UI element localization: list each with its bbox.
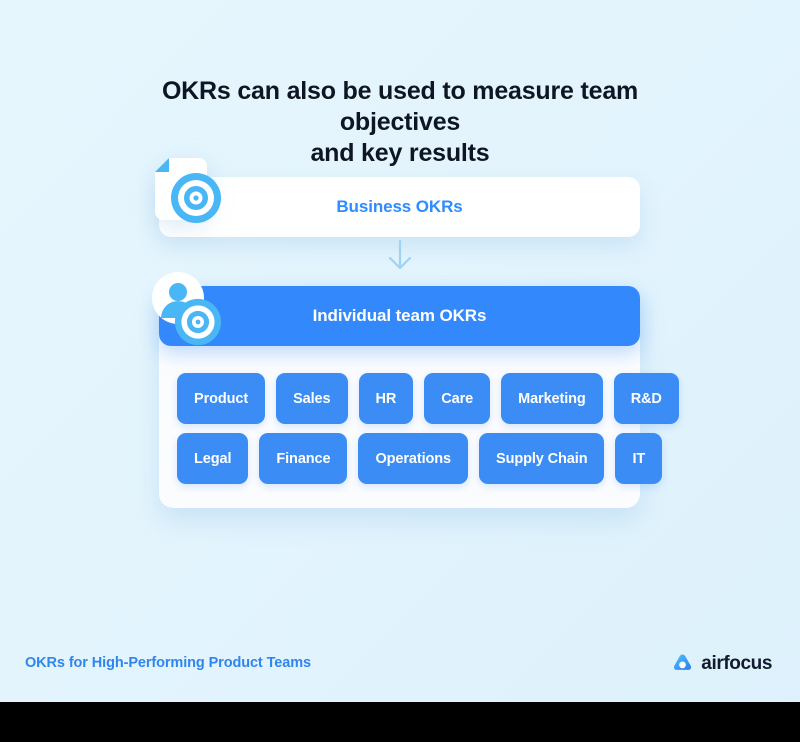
page-title-line-2: and key results — [310, 139, 490, 167]
team-tag-row-1: Product Sales HR Care Marketing R&D — [177, 373, 679, 424]
page-title-line-1: OKRs can also be used to measure team ob… — [161, 77, 639, 136]
team-tag-marketing[interactable]: Marketing — [501, 373, 603, 424]
team-tag-finance[interactable]: Finance — [259, 433, 348, 484]
bottom-bar — [0, 702, 800, 742]
target-bullseye-icon — [174, 298, 222, 346]
document-target-icon — [155, 158, 227, 230]
team-tag-list: Product Sales HR Care Marketing R&D Lega… — [177, 373, 679, 493]
arrow-down-icon — [388, 240, 412, 270]
individual-team-okrs-label: Individual team OKRs — [312, 306, 487, 325]
team-tag-operations[interactable]: Operations — [358, 433, 469, 484]
airfocus-logo-icon — [674, 654, 692, 670]
target-bullseye-icon — [171, 173, 221, 223]
airfocus-wordmark: airfocus — [701, 652, 772, 674]
business-okrs-label: Business OKRs — [336, 197, 463, 216]
team-tag-sales[interactable]: Sales — [276, 373, 348, 424]
team-tag-product[interactable]: Product — [177, 373, 266, 424]
team-tag-row-2: Legal Finance Operations Supply Chain IT — [177, 433, 663, 484]
footer-caption: OKRs for High-Performing Product Teams — [25, 655, 311, 671]
team-tag-care[interactable]: Care — [424, 373, 491, 424]
individual-team-okrs-header[interactable]: Individual team OKRs — [159, 286, 640, 346]
airfocus-logo[interactable]: airfocus — [671, 652, 772, 675]
avatar-target-icon — [152, 272, 224, 346]
team-tag-legal[interactable]: Legal — [177, 433, 249, 484]
team-tag-hr[interactable]: HR — [358, 373, 414, 424]
team-tag-rd[interactable]: R&D — [613, 373, 679, 424]
page-title: OKRs can also be used to measure team ob… — [100, 76, 700, 169]
team-tag-it[interactable]: IT — [615, 433, 663, 484]
business-okrs-card[interactable]: Business OKRs — [159, 177, 640, 237]
team-tag-supply-chain[interactable]: Supply Chain — [479, 433, 605, 484]
